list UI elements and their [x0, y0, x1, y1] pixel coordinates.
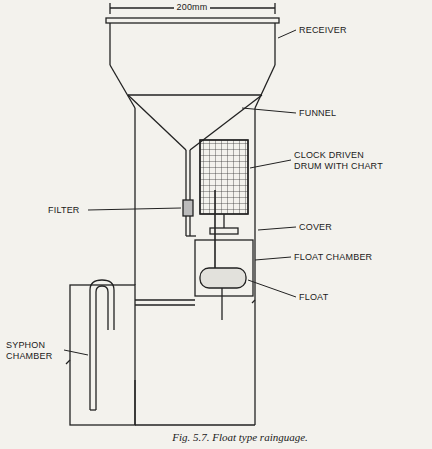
part-label: FLOAT CHAMBER: [294, 252, 424, 263]
part-label: FILTER: [48, 205, 88, 216]
figure-caption: Fig. 5.7. Float type rainguage.: [172, 431, 308, 443]
leader-lines: [64, 30, 296, 355]
dimension-label: 200mm: [174, 2, 209, 13]
funnel: [128, 95, 262, 236]
part-label: SYPHON CHAMBER: [6, 340, 64, 362]
receiver-body: [106, 18, 279, 108]
part-label: FUNNEL: [299, 108, 419, 119]
part-label: RECEIVER: [299, 25, 419, 36]
float-chamber: [195, 190, 253, 320]
cover-body: [135, 108, 255, 425]
clock-drum: [200, 140, 248, 234]
syphon-chamber: [66, 280, 195, 425]
part-label: CLOCK DRIVEN DRUM WITH CHART: [294, 150, 394, 172]
filter: [183, 200, 193, 216]
part-label: COVER: [299, 222, 419, 233]
part-label: FLOAT: [299, 292, 419, 303]
dimension-line: [110, 3, 275, 14]
